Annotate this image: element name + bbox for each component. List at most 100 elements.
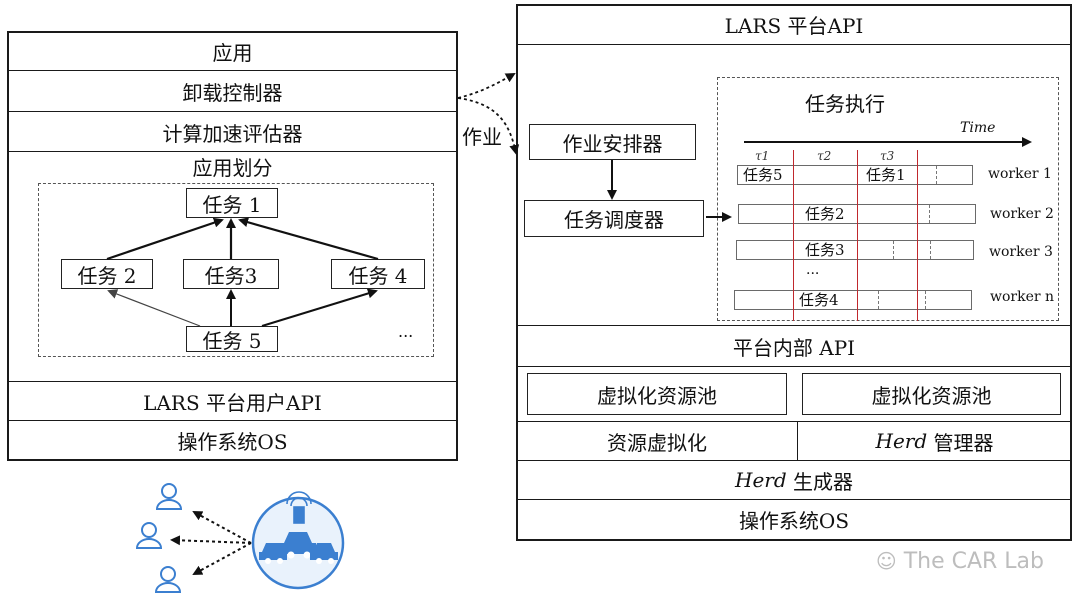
platform-stack — [516, 4, 1072, 541]
divider — [517, 366, 1071, 367]
user-icon — [155, 483, 183, 510]
app-layer: 应用 — [8, 33, 457, 69]
resource-pool-2-label: 虚拟化资源池 — [871, 383, 992, 408]
edge-task2-task1 — [106, 217, 224, 261]
worker-2-task: 任务2 — [805, 205, 845, 223]
user-api-label: LARS 平台用户API — [143, 390, 322, 415]
resource-pool-1-label: 虚拟化资源池 — [597, 383, 717, 408]
worker-ellipsis: ... — [806, 262, 820, 278]
divider — [8, 70, 457, 71]
task-execution-area — [717, 77, 1059, 321]
edge-task4-task1 — [238, 217, 379, 261]
divider — [797, 422, 798, 460]
herd-manager-herd: Herd — [875, 429, 928, 453]
herd-generator-herd: Herd — [735, 468, 787, 492]
slot-divider — [878, 291, 879, 309]
platform-api-layer: LARS 平台API — [517, 5, 1071, 43]
task-node-1-label: 任务 1 — [202, 192, 262, 217]
wechat-icon: ☺ — [875, 549, 897, 573]
job-scheduler-label: 作业安排器 — [562, 131, 663, 156]
resource-pool-2: 虚拟化资源池 — [802, 373, 1061, 415]
divider — [517, 499, 1071, 500]
worker-1-task-a: 任务5 — [743, 166, 783, 184]
partition-graph-area — [38, 183, 434, 357]
accel-evaluator-label: 计算加速评估器 — [162, 121, 303, 146]
link-user-top — [192, 511, 252, 544]
herd-generator-layer: Herd 生成器 — [517, 461, 1071, 499]
worker-2-label: worker 2 — [990, 206, 1054, 222]
task-node-5: 任务 5 — [186, 326, 278, 353]
worker-n-task: 任务4 — [799, 291, 839, 309]
platform-os-label: 操作系统OS — [738, 508, 850, 533]
watermark-text: The CAR Lab — [903, 549, 1044, 574]
tau-2-label: τ2 — [817, 149, 832, 163]
job-scheduler-box: 作业安排器 — [529, 124, 696, 160]
worker-1-bar: 任务5 任务1 — [737, 165, 973, 185]
task-node-4-label: 任务 4 — [348, 263, 408, 288]
internal-api-layer: 平台内部 API — [517, 327, 1071, 365]
user-icon — [135, 522, 163, 549]
partition-title: 应用划分 — [8, 151, 457, 181]
task-node-5-label: 任务 5 — [202, 328, 262, 353]
worker-1-label: worker 1 — [988, 166, 1052, 182]
task-node-3: 任务3 — [183, 259, 279, 289]
resource-virtualization-cell: 资源虚拟化 — [517, 422, 797, 460]
job-label: 作业 — [461, 121, 503, 150]
partition-title-label: 应用划分 — [192, 155, 273, 180]
herd-manager-label: 管理器 — [927, 430, 994, 455]
offload-arrow-up — [457, 73, 516, 99]
task-node-2-label: 任务 2 — [77, 263, 137, 288]
offload-arrow-down — [457, 97, 520, 155]
task-node-4: 任务 4 — [331, 259, 425, 289]
divider — [517, 44, 1071, 45]
divider — [517, 325, 1071, 326]
resource-pool-1: 虚拟化资源池 — [527, 373, 787, 415]
slot-divider — [893, 241, 894, 259]
task-node-3-label: 任务3 — [204, 263, 258, 288]
antenna-icon — [286, 491, 312, 524]
edge-task5-task4 — [261, 288, 378, 327]
accel-evaluator-layer: 计算加速评估器 — [8, 113, 457, 151]
time-marker — [917, 150, 918, 321]
user-icon — [154, 566, 182, 593]
divider — [8, 381, 457, 382]
worker-3-task: 任务3 — [805, 241, 845, 259]
worker-n-label: worker n — [990, 289, 1055, 305]
herd-generator-label: 生成器 — [786, 469, 853, 494]
divider — [8, 111, 457, 112]
offload-controller-label: 卸载控制器 — [182, 80, 283, 105]
task-execution-title: 任务执行 — [805, 92, 885, 116]
slot-divider — [936, 166, 937, 184]
resource-virtualization-label: 资源虚拟化 — [607, 430, 707, 455]
time-marker — [857, 150, 858, 321]
slot-divider — [929, 205, 930, 223]
link-user-bottom — [192, 542, 252, 575]
herd-manager-cell: Herd 管理器 — [798, 422, 1071, 460]
offload-controller-layer: 卸载控制器 — [8, 71, 457, 111]
worker-3-bar: 任务3 — [736, 240, 974, 260]
client-os-label: 操作系统OS — [177, 430, 288, 454]
client-stack — [7, 31, 458, 461]
graph-ellipsis: ... — [398, 322, 414, 341]
edge-task5-task2 — [107, 289, 201, 327]
worker-3-label: worker 3 — [989, 244, 1053, 260]
worker-1-task-b: 任务1 — [866, 166, 906, 184]
task-node-1: 任务 1 — [186, 188, 278, 218]
divider — [517, 460, 1071, 461]
task-dispatcher-box: 任务调度器 — [524, 200, 704, 237]
task-dispatcher-label: 任务调度器 — [564, 208, 664, 232]
link-user-middle — [170, 535, 252, 546]
divider — [517, 421, 1071, 422]
internal-api-label: 平台内部 API — [732, 335, 856, 360]
platform-os-layer: 操作系统OS — [517, 500, 1071, 538]
divider — [8, 151, 457, 152]
slot-divider — [925, 291, 926, 309]
task-node-2: 任务 2 — [61, 259, 153, 289]
time-axis-label: Time — [960, 120, 996, 136]
slot-divider — [930, 241, 931, 259]
watermark: ☺ The CAR Lab — [876, 549, 1044, 574]
user-api-layer: LARS 平台用户API — [8, 382, 457, 420]
platform-api-label: LARS 平台API — [724, 13, 864, 38]
client-os-layer: 操作系统OS — [8, 421, 457, 460]
